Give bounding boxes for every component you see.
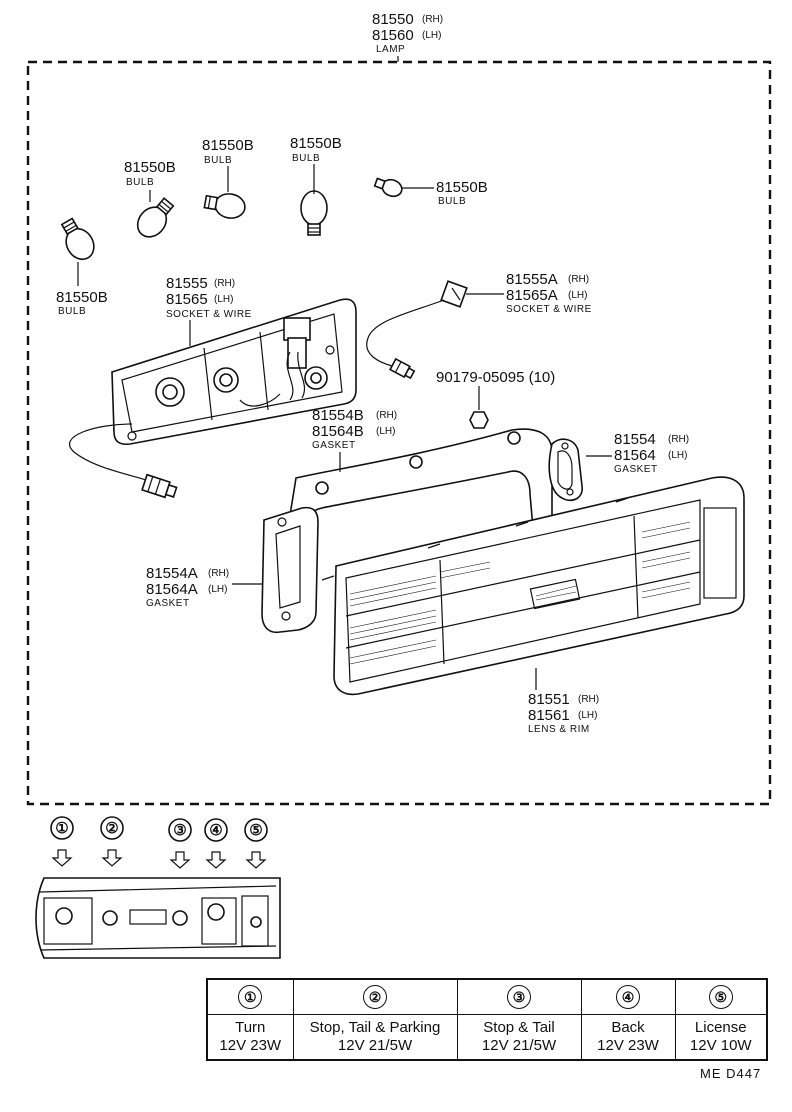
bulb-2-description: BULB xyxy=(126,177,154,188)
lens-lh-suffix: (LH) xyxy=(578,710,597,721)
lamp-part-number-rh: 81550 xyxy=(372,11,414,28)
gasket-lh-suffix: (LH) xyxy=(668,450,687,461)
lens-and-rim: 81551 (RH) 81561 (LH) LENS & RIM xyxy=(321,476,745,735)
svg-text:④: ④ xyxy=(209,822,222,839)
lens-part-number-lh: 81561 xyxy=(528,707,570,724)
position-indicators: ① ② ③ ④ ⑤ xyxy=(50,816,268,869)
svg-text:⑤: ⑤ xyxy=(249,822,262,839)
gasket-part-number-lh: 81564 xyxy=(614,447,656,464)
nut: 90179-05095 (10) xyxy=(436,369,555,429)
socket-a-description: SOCKET & WIRE xyxy=(506,304,592,315)
position-marker-5: ⑤ xyxy=(244,818,268,869)
bulb-2: 81550B BULB xyxy=(124,159,176,238)
socket-a-part-number-rh: 81555A xyxy=(506,271,558,288)
socket-and-wire-assembly: 81555 (RH) 81565 (LH) SOCKET & WIRE xyxy=(68,275,357,499)
legend-col-5-number: ⑤ xyxy=(674,978,768,1015)
gasket-b-description: GASKET xyxy=(312,440,356,451)
lens-part-number-rh: 81551 xyxy=(528,691,570,708)
position-marker-4: ④ xyxy=(204,818,228,869)
position-marker-2: ② xyxy=(100,816,124,867)
gasket-b-part-number-rh: 81554B xyxy=(312,407,364,424)
lamp-rear-view xyxy=(35,877,281,959)
bulb-3: 81550B BULB xyxy=(202,137,254,219)
bulb-3-description: BULB xyxy=(204,155,232,166)
bulb-4-description: BULB xyxy=(292,153,320,164)
lens-hatching xyxy=(349,521,691,665)
socket-a-rh-suffix: (RH) xyxy=(568,274,589,285)
legend-col-1-number: ① xyxy=(206,978,294,1015)
socket-and-wire-a: 81555A (RH) 81565A (LH) SOCKET & WIRE xyxy=(366,271,592,380)
socket-main-part-number-lh: 81565 xyxy=(166,291,208,308)
svg-text:①: ① xyxy=(55,820,68,837)
gasket-a: 81554A (RH) 81564A (LH) GASKET xyxy=(146,506,319,634)
legend-col-4-number: ④ xyxy=(580,978,676,1015)
bulb-4-part-number: 81550B xyxy=(290,135,342,152)
gasket-a-description: GASKET xyxy=(146,598,190,609)
gasket-a-rh-suffix: (RH) xyxy=(208,568,229,579)
socket-main-part-number-rh: 81555 xyxy=(166,275,208,292)
socket-a-part-number-lh: 81565A xyxy=(506,287,558,304)
position-marker-1: ① xyxy=(50,816,74,867)
bulb-1-description: BULB xyxy=(58,306,86,317)
bulb-4: 81550B BULB xyxy=(290,135,342,236)
gasket-a-part-number-lh: 81564A xyxy=(146,581,198,598)
gasket-b-lh-suffix: (LH) xyxy=(376,426,395,437)
lamp-lh-suffix: (LH) xyxy=(422,30,441,41)
bulb-1: 81550B BULB xyxy=(56,217,108,317)
socket-main-rh-suffix: (RH) xyxy=(214,278,235,289)
gasket-description: GASKET xyxy=(614,464,658,475)
position-marker-3: ③ xyxy=(168,818,192,869)
lamp-callout: 81550 (RH) 81560 (LH) LAMP xyxy=(372,11,443,55)
gasket-part-number-rh: 81554 xyxy=(614,431,656,448)
legend-col-2-number: ② xyxy=(292,978,458,1015)
nut-part-number: 90179-05095 (10) xyxy=(436,369,555,386)
bulb-2-part-number: 81550B xyxy=(124,159,176,176)
lens-description: LENS & RIM xyxy=(528,724,590,735)
lamp-part-number-lh: 81560 xyxy=(372,27,414,44)
bulb-5-part-number: 81550B xyxy=(436,179,488,196)
legend-header-row: ① ② ③ ④ ⑤ xyxy=(206,978,768,1015)
bulb-3-part-number: 81550B xyxy=(202,137,254,154)
bulb-5: 81550B BULB xyxy=(373,177,488,207)
svg-text:③: ③ xyxy=(173,822,186,839)
gasket-b-rh-suffix: (RH) xyxy=(376,410,397,421)
gasket-b-part-number-lh: 81564B xyxy=(312,423,364,440)
socket-main-lh-suffix: (LH) xyxy=(214,294,233,305)
lens-rh-suffix: (RH) xyxy=(578,694,599,705)
gasket-a-lh-suffix: (LH) xyxy=(208,584,227,595)
gasket-a-part-number-rh: 81554A xyxy=(146,565,198,582)
bulb-5-description: BULB xyxy=(438,196,466,207)
socket-a-lh-suffix: (LH) xyxy=(568,290,587,301)
gasket: 81554 (RH) 81564 (LH) GASKET xyxy=(548,431,689,502)
legend-col-3-number: ③ xyxy=(456,978,582,1015)
lamp-rh-suffix: (RH) xyxy=(422,14,443,25)
diagram-code: ME D447 xyxy=(700,1066,762,1081)
gasket-rh-suffix: (RH) xyxy=(668,434,689,445)
socket-main-description: SOCKET & WIRE xyxy=(166,309,252,320)
bulb-1-part-number: 81550B xyxy=(56,289,108,306)
svg-text:②: ② xyxy=(105,820,118,837)
lamp-description: LAMP xyxy=(376,44,405,55)
assembly-boundary xyxy=(26,60,772,806)
